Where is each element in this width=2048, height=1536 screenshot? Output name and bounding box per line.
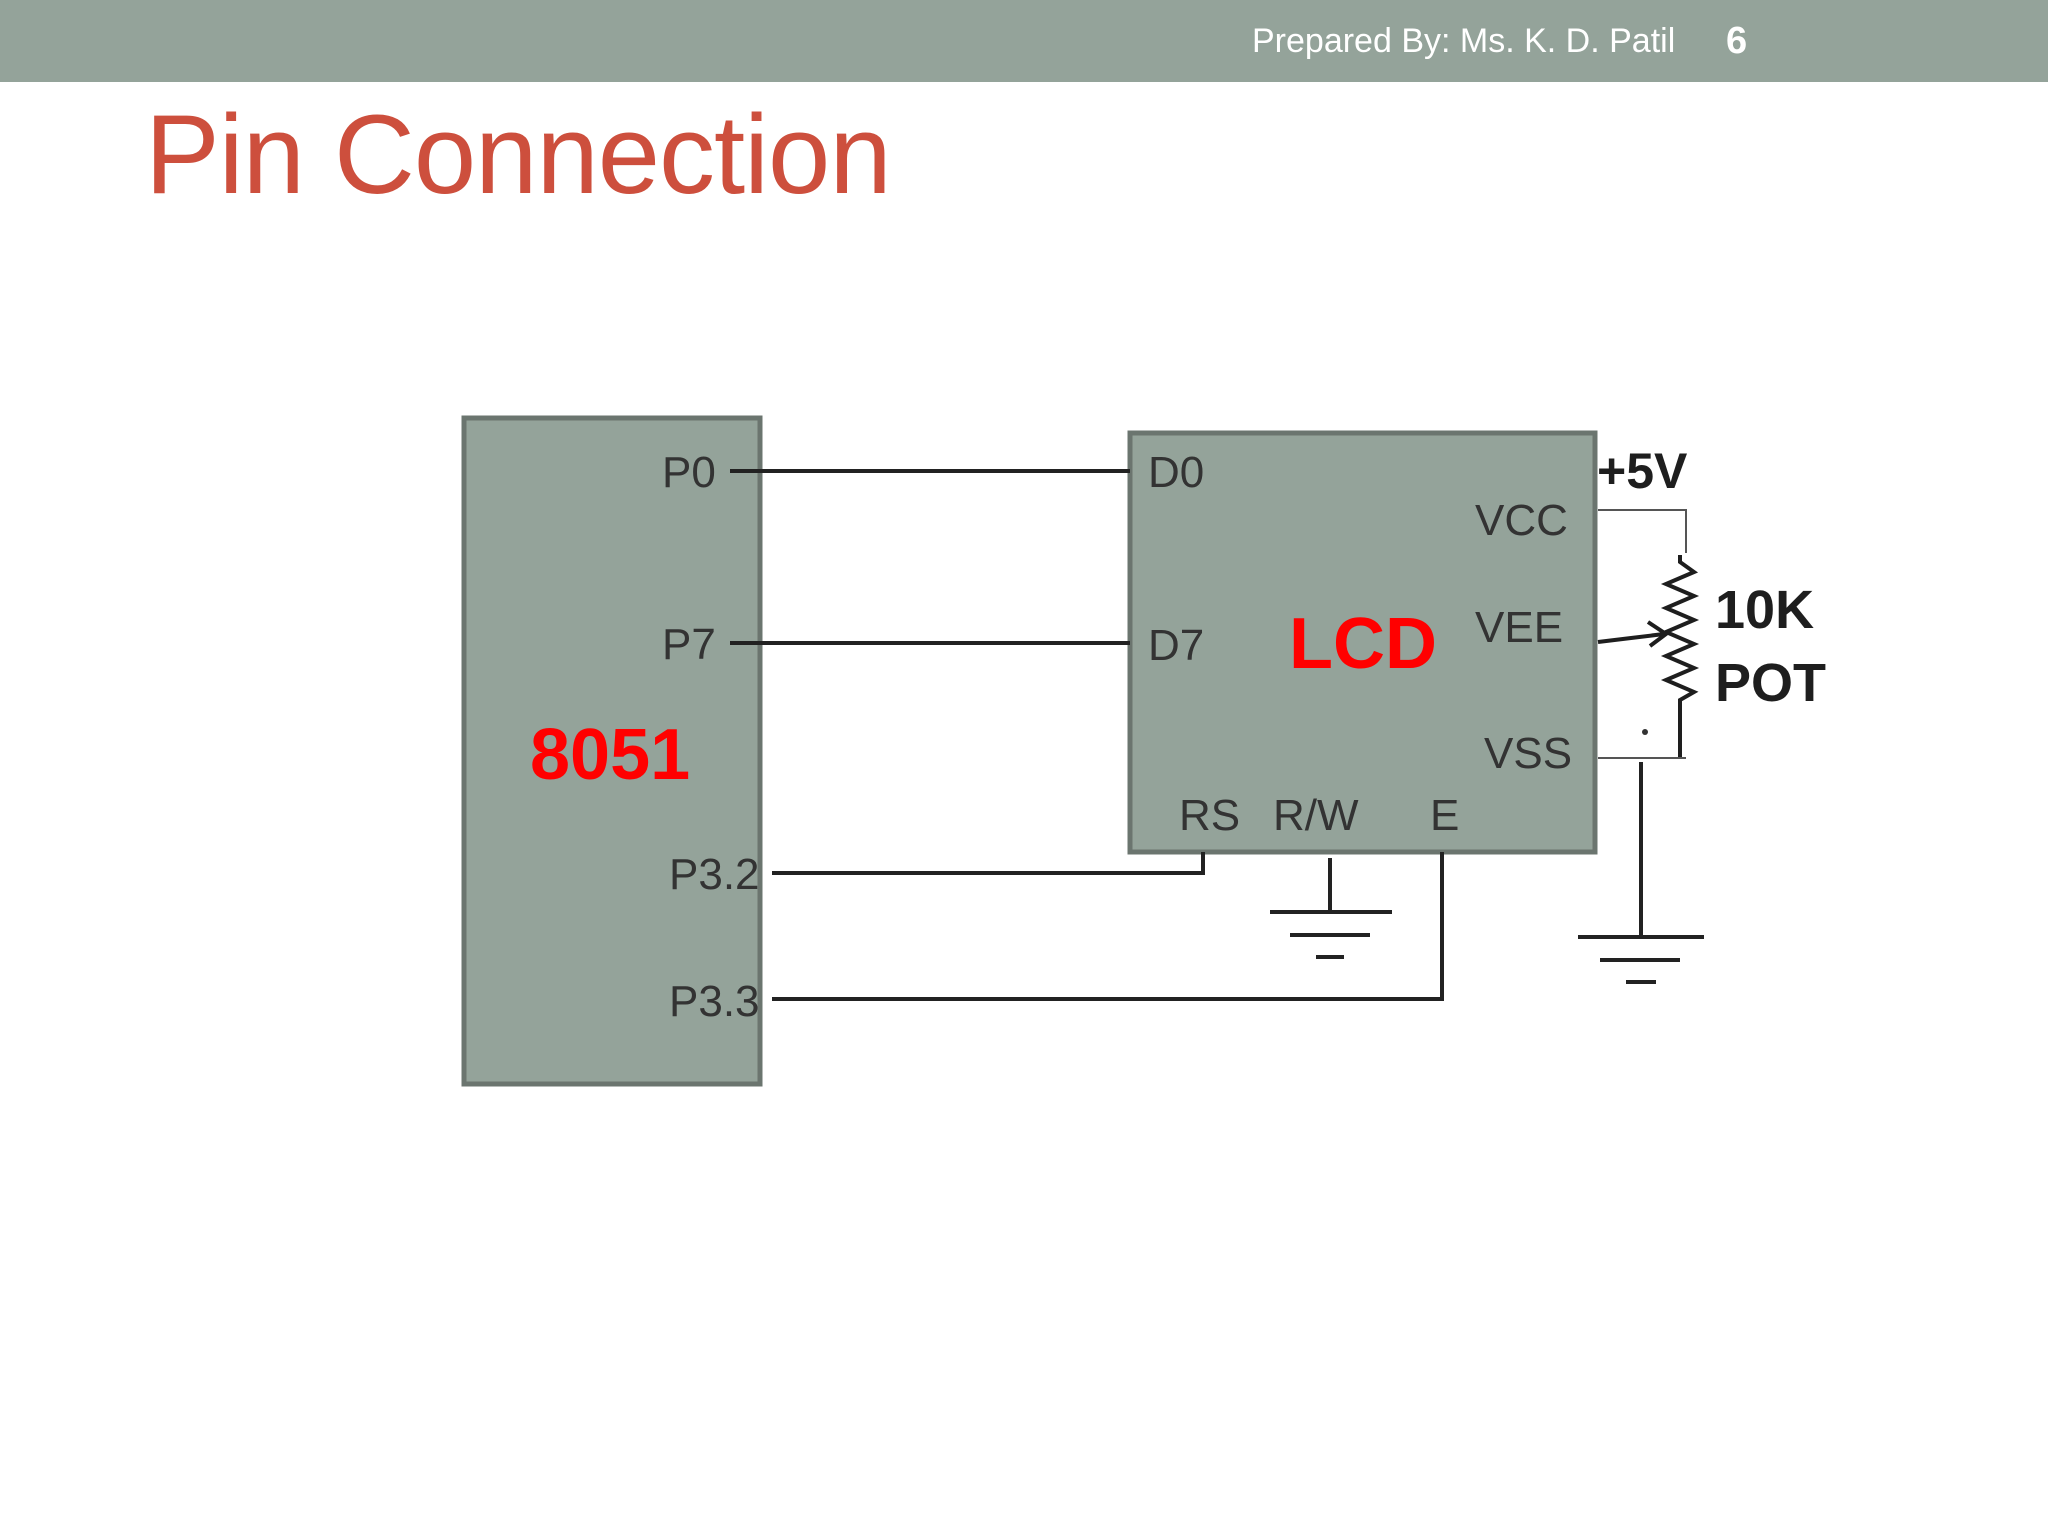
supply-label: +5V	[1597, 443, 1688, 499]
header-bar	[0, 0, 2048, 82]
junction-dot	[1642, 729, 1648, 735]
wire-p32-rs	[772, 852, 1205, 875]
slide-title: Pin Connection	[145, 92, 892, 217]
pin-label-p7: P7	[662, 620, 716, 669]
rw-ground-symbol	[1270, 858, 1392, 959]
pin-label-vss: VSS	[1484, 729, 1572, 778]
pin-label-rw: R/W	[1273, 791, 1359, 840]
pin-label-e: E	[1430, 791, 1459, 840]
prepared-by-label: Prepared By: Ms. K. D. Patil	[1252, 22, 1676, 60]
pin-label-rs: RS	[1179, 791, 1240, 840]
pin-label-p32: P3.2	[669, 850, 760, 899]
pot-resistor-symbol	[1660, 555, 1700, 706]
wire-vee-wiper	[1597, 632, 1665, 644]
slide-number: 6	[1726, 20, 1748, 62]
pot-value-label: 10K	[1715, 580, 1814, 640]
wire-p33-e	[772, 852, 1444, 1001]
pin-label-vee: VEE	[1475, 603, 1563, 652]
pot-ground-symbol	[1578, 762, 1704, 984]
mcu-name-label: 8051	[530, 715, 690, 795]
pin-label-d0: D0	[1148, 448, 1204, 497]
pin-label-p33: P3.3	[669, 977, 760, 1026]
pot-name-label: POT	[1715, 653, 1826, 713]
pin-label-d7: D7	[1148, 621, 1204, 670]
pin-label-vcc: VCC	[1475, 496, 1568, 545]
wiper-arrow-icon	[1646, 620, 1670, 648]
wire-vcc-pot	[1598, 509, 1687, 553]
lcd-name-label: LCD	[1289, 604, 1437, 684]
mcu-8051-block	[461, 415, 763, 1087]
pin-label-p0: P0	[662, 448, 716, 497]
